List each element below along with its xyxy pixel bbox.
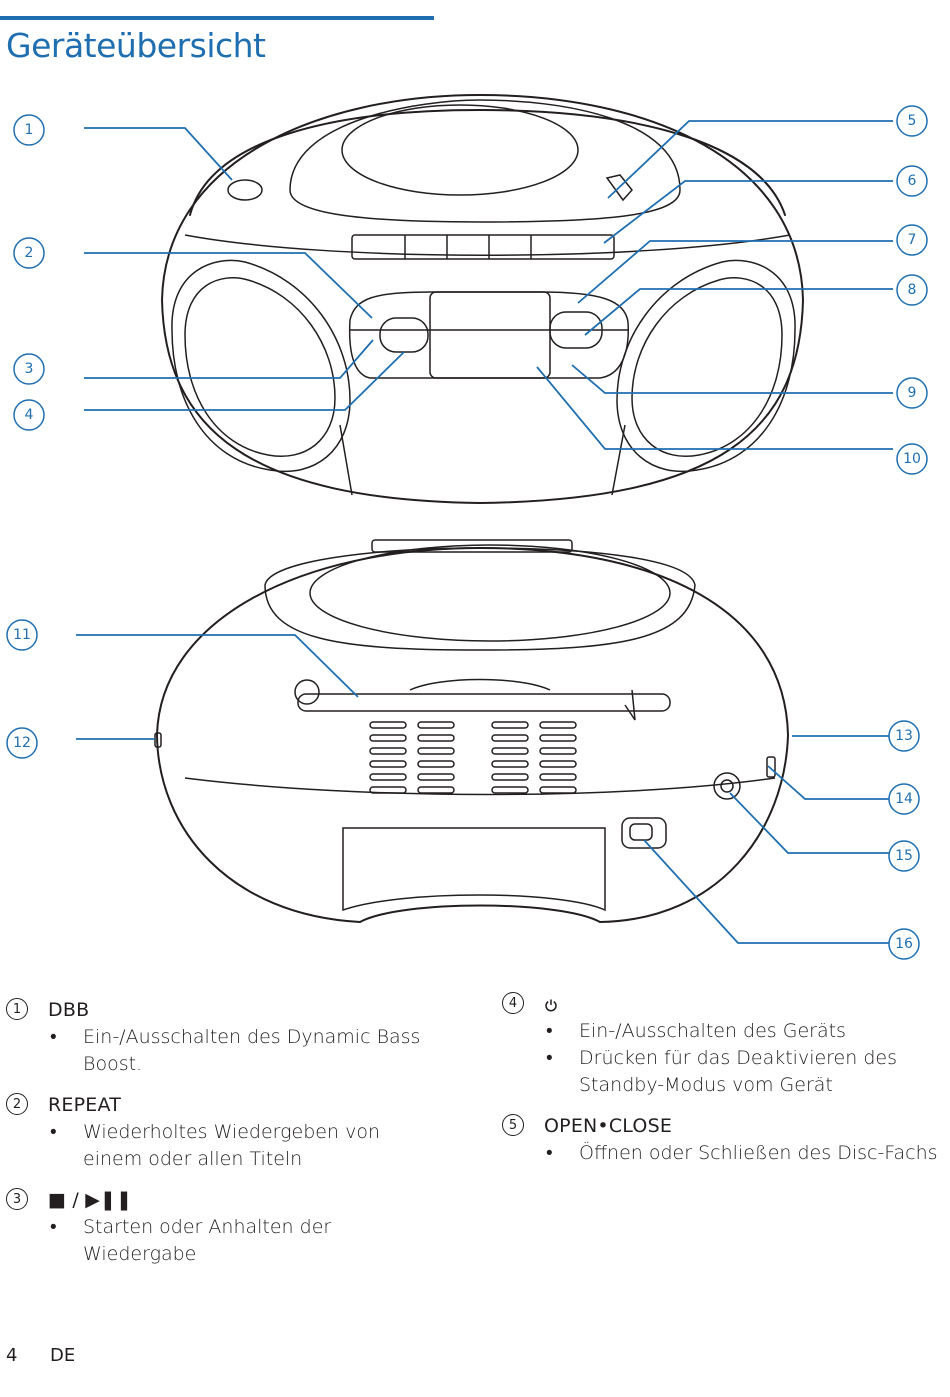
svg-text:7: 7 (908, 232, 917, 248)
callout-1: 1 (13, 114, 45, 146)
item-bullet: Starten oder Anhalten der Wiedergabe (48, 1214, 436, 1268)
callout-6: 6 (896, 165, 928, 197)
right-speaker (616, 259, 796, 473)
ac-socket (621, 817, 667, 849)
descriptions-left: 1 DBB Ein-/Ausschalten des Dynamic Bass … (6, 997, 436, 1282)
item-number: 2 (6, 1093, 28, 1115)
svg-text:6: 6 (908, 173, 917, 189)
page-number: 4 (6, 1345, 18, 1366)
callout-8: 8 (896, 274, 928, 306)
callout-4: 4 (13, 399, 45, 431)
callout-leaders (76, 120, 893, 944)
callout-11: 11 (6, 619, 38, 651)
back-view (154, 539, 789, 923)
svg-text:3: 3 (25, 361, 34, 377)
page-title: Geräteübersicht (6, 26, 266, 65)
svg-text:8: 8 (908, 282, 917, 298)
svg-text:12: 12 (13, 735, 31, 751)
item-bullet: Drücken für das Deaktivieren des Standby… (544, 1045, 942, 1099)
item-2: 2 REPEAT Wiederholtes Wiedergeben von ei… (6, 1092, 436, 1173)
item-4: 4 Ein-/Ausschalten des Geräts Drücken fü… (502, 991, 942, 1099)
back-body-outline (156, 547, 789, 923)
device-diagram: 1 2 3 4 5 6 7 8 9 10 11 12 13 14 15 16 (6, 94, 928, 960)
front-top-face (189, 109, 786, 216)
svg-text:4: 4 (25, 407, 34, 423)
svg-text:9: 9 (908, 385, 917, 401)
callout-14: 14 (888, 783, 920, 815)
item-number: 1 (6, 998, 28, 1020)
item-title: ■ / ▶❚❚ (48, 1189, 133, 1211)
item-title: REPEAT (48, 1094, 121, 1116)
cd-control-strip (351, 234, 615, 260)
item-title: DBB (48, 999, 90, 1021)
callout-3: 3 (13, 353, 45, 385)
svg-text:10: 10 (903, 451, 921, 467)
antenna (297, 693, 671, 712)
item-5: 5 OPEN•CLOSE Öffnen oder Schließen des D… (502, 1113, 942, 1167)
title-rule (0, 16, 434, 20)
item-bullet: Ein-/Ausschalten des Dynamic Bass Boost. (48, 1024, 436, 1078)
callout-16: 16 (888, 928, 920, 960)
callout-7: 7 (896, 224, 928, 256)
svg-text:16: 16 (895, 936, 913, 952)
svg-text:1: 1 (25, 122, 34, 138)
callout-10: 10 (896, 443, 928, 475)
svg-text:14: 14 (895, 791, 913, 807)
svg-text:5: 5 (908, 113, 917, 129)
back-disc-lid (309, 544, 671, 642)
callout-2: 2 (13, 237, 45, 269)
item-title (544, 991, 942, 1018)
stop-play-button-shape (379, 317, 429, 353)
left-speaker (171, 259, 351, 473)
item-bullet: Öffnen oder Schließen des Disc-Fachs (544, 1140, 942, 1167)
battery-compartment (342, 827, 606, 912)
lcd-display (429, 291, 551, 379)
svg-text:2: 2 (25, 245, 34, 261)
item-bullet: Wiederholtes Wiedergeben von einem oder … (48, 1119, 436, 1173)
item-number: 4 (502, 992, 524, 1014)
item-number: 5 (502, 1114, 524, 1136)
item-3: 3 ■ / ▶❚❚ Starten oder Anhalten der Wied… (6, 1187, 436, 1268)
svg-text:13: 13 (895, 728, 913, 744)
item-1: 1 DBB Ein-/Ausschalten des Dynamic Bass … (6, 997, 436, 1078)
svg-text:15: 15 (895, 848, 913, 864)
callout-9: 9 (896, 377, 928, 409)
language-code: DE (50, 1345, 76, 1366)
dbb-button-shape (227, 179, 263, 201)
audio-in-jack (713, 772, 741, 800)
callout-13: 13 (888, 720, 920, 752)
callout-12: 12 (6, 727, 38, 759)
power-icon (545, 999, 557, 1011)
item-title: OPEN•CLOSE (544, 1115, 673, 1137)
item-bullet: Ein-/Ausschalten des Geräts (544, 1018, 942, 1045)
front-view (161, 94, 804, 504)
front-body-outline (161, 94, 804, 504)
descriptions-right: 4 Ein-/Ausschalten des Geräts Drücken fü… (502, 991, 942, 1181)
control-panel (348, 291, 629, 379)
svg-text:11: 11 (13, 627, 31, 643)
callout-15: 15 (888, 840, 920, 872)
disc-lid (341, 104, 579, 196)
item-number: 3 (6, 1188, 28, 1210)
callouts: 1 2 3 4 5 6 7 8 9 10 11 12 13 14 15 16 (6, 105, 928, 960)
speaker-grille (369, 721, 577, 794)
callout-5: 5 (896, 105, 928, 137)
